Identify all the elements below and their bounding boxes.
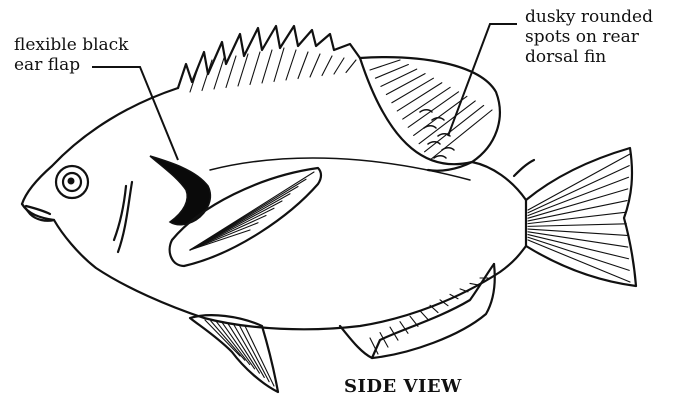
fin-ray <box>286 50 296 80</box>
fin-ray <box>408 92 458 127</box>
spiny-dorsal-fin <box>178 26 360 92</box>
fin-ray <box>470 283 478 284</box>
fin-ray <box>190 62 200 92</box>
eye <box>56 166 88 198</box>
fin-ray <box>419 101 475 144</box>
fin-ray <box>392 78 434 103</box>
gill-cover <box>114 182 132 252</box>
dorsal-spots-label: dusky rounded spots on rear dorsal fin <box>525 7 653 67</box>
fin-ray <box>322 56 332 76</box>
fin-ray <box>528 237 629 270</box>
fin-ray <box>528 166 629 213</box>
fin-ray <box>274 48 284 82</box>
fin-ray <box>250 52 260 85</box>
fin-ray <box>346 60 356 73</box>
dorsal-spots-leader-line <box>448 24 517 136</box>
fin-ray <box>238 54 248 86</box>
ear-flap-leader-line <box>92 67 178 160</box>
ear-flap-label: flexible black ear flap <box>14 35 128 75</box>
fin-ray <box>425 105 484 151</box>
fin-ray <box>310 54 320 77</box>
fin-ray <box>386 74 425 95</box>
fish-body-outline <box>22 58 526 329</box>
fin-ray <box>334 58 344 74</box>
fin-ray <box>298 52 308 79</box>
fin-ray <box>528 224 626 227</box>
fin-ray <box>214 58 224 89</box>
lateral-line <box>210 158 470 180</box>
caudal-fin <box>514 148 636 286</box>
fin-ray <box>381 69 417 86</box>
soft-dorsal-fin <box>360 57 500 171</box>
fin-ray <box>370 60 400 70</box>
fin-ray <box>262 50 272 83</box>
view-caption: SIDE VIEW <box>344 376 462 397</box>
fin-ray <box>420 311 428 320</box>
fin-ray <box>414 96 467 135</box>
